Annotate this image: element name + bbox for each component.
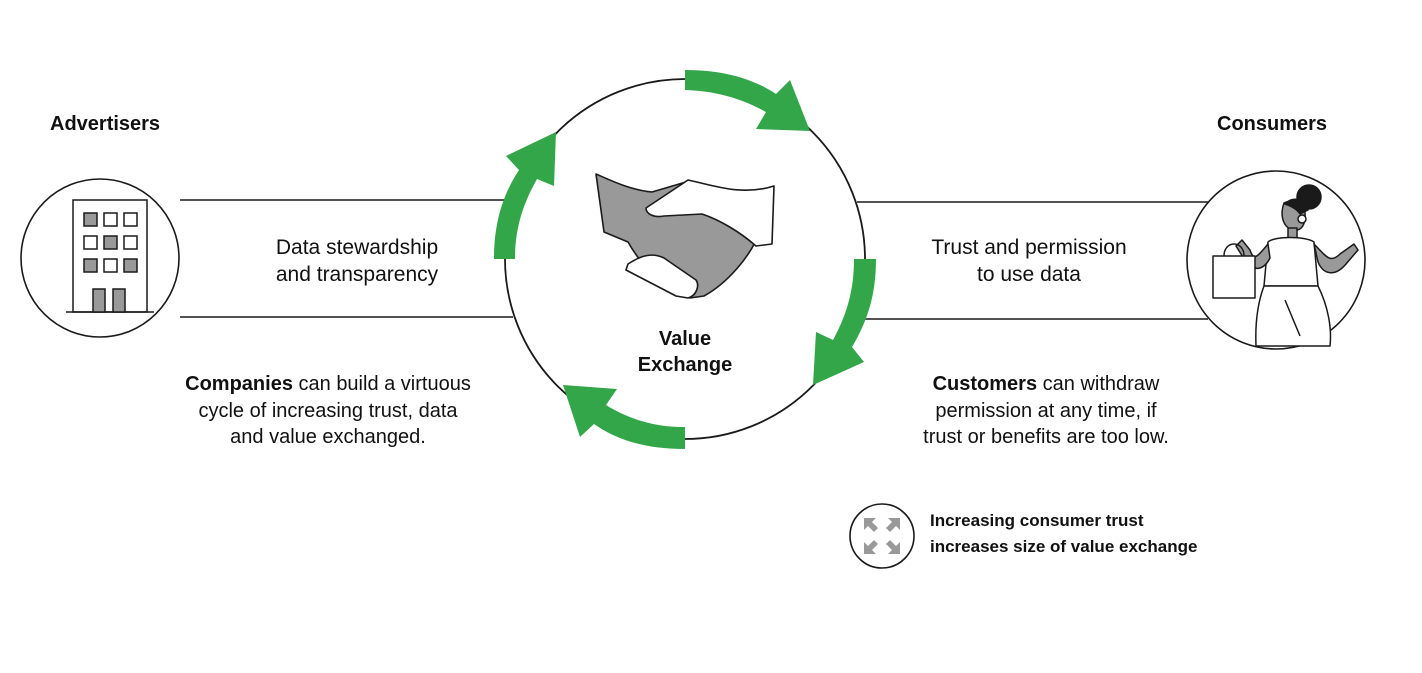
building-icon [66, 199, 154, 313]
advertisers-title: Advertisers [50, 113, 161, 135]
consumers-band-label: Trust and permission to use data [900, 234, 1158, 288]
center-line: Value [658, 328, 712, 350]
arrow-bottom-icon [563, 385, 685, 449]
legend-line: increases size of value exchange [930, 537, 1198, 556]
consumers-title: Consumers [1217, 113, 1328, 135]
advertisers-description: Companies can build a virtuous cycle of … [150, 371, 506, 451]
expand-icon [849, 503, 915, 569]
desc-line: cycle of increasing trust, data [198, 399, 458, 422]
left-band [180, 199, 513, 318]
advertisers-band-label: Data stewardship and transparency [240, 234, 474, 288]
desc-bold: Customers [932, 373, 1038, 395]
center-label: Value Exchange [610, 326, 760, 378]
center-line: Exchange [637, 354, 733, 376]
arrow-left-icon [494, 132, 556, 259]
handshake-icon [595, 173, 775, 299]
arrow-top-icon [685, 70, 810, 131]
desc-line: permission at any time, if [935, 399, 1157, 422]
band-line: Data stewardship [275, 236, 439, 259]
legend-text: Increasing consumer trust increases size… [930, 508, 1197, 560]
legend-line: Increasing consumer trust [930, 511, 1144, 530]
arrow-right-icon [813, 259, 876, 385]
right-band [857, 201, 1208, 320]
band-line: Trust and permission [931, 236, 1127, 259]
shopper-icon [1212, 184, 1359, 347]
consumers-description: Customers can withdraw permission at any… [880, 371, 1212, 451]
desc-rest: can build a virtuous [292, 373, 471, 395]
desc-line: Companies can build a virtuous [150, 371, 506, 398]
desc-line: trust or benefits are too low. [923, 426, 1169, 448]
desc-rest: can withdraw [1037, 373, 1160, 395]
band-line: to use data [977, 263, 1081, 286]
band-line: and transparency [275, 263, 439, 286]
desc-bold: Companies [185, 373, 293, 395]
cycle-arrows [494, 70, 876, 449]
desc-line: Customers can withdraw [880, 371, 1212, 398]
desc-line: and value exchanged. [230, 426, 426, 448]
